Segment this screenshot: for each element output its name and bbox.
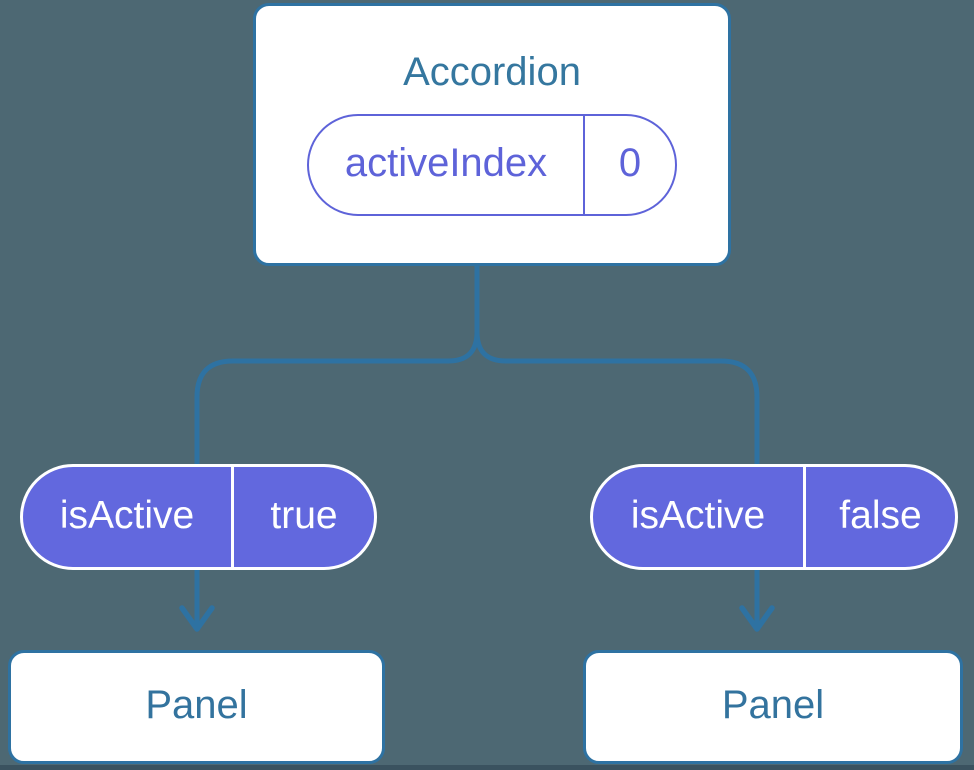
panel-node-right: Panel [583,650,963,764]
prop-pill-value: true [270,493,338,537]
arrow-down-icon [179,605,215,632]
arrow-down-icon [739,605,775,632]
accordion-node: Accordion activeIndex 0 [253,3,731,266]
panel-node-title: Panel [721,682,825,727]
accordion-node-title: Accordion [403,50,581,94]
prop-pill-label: isActive [593,467,806,567]
prop-pill-label: isActive [23,467,234,567]
is-active-prop-pill-right: isActive false [590,464,958,570]
connector-branch-right [474,261,760,630]
state-pill-value: 0 [618,141,642,185]
active-index-state-pill: activeIndex 0 [307,114,677,216]
state-pill-label: activeIndex [309,116,585,214]
prop-pill-value: false [839,493,922,537]
panel-node-title: Panel [145,682,248,727]
bottom-edge-shadow [0,765,974,770]
panel-node-left: Panel [8,650,385,764]
connector-branch-left [194,261,480,630]
is-active-prop-pill-left: isActive true [20,464,377,570]
